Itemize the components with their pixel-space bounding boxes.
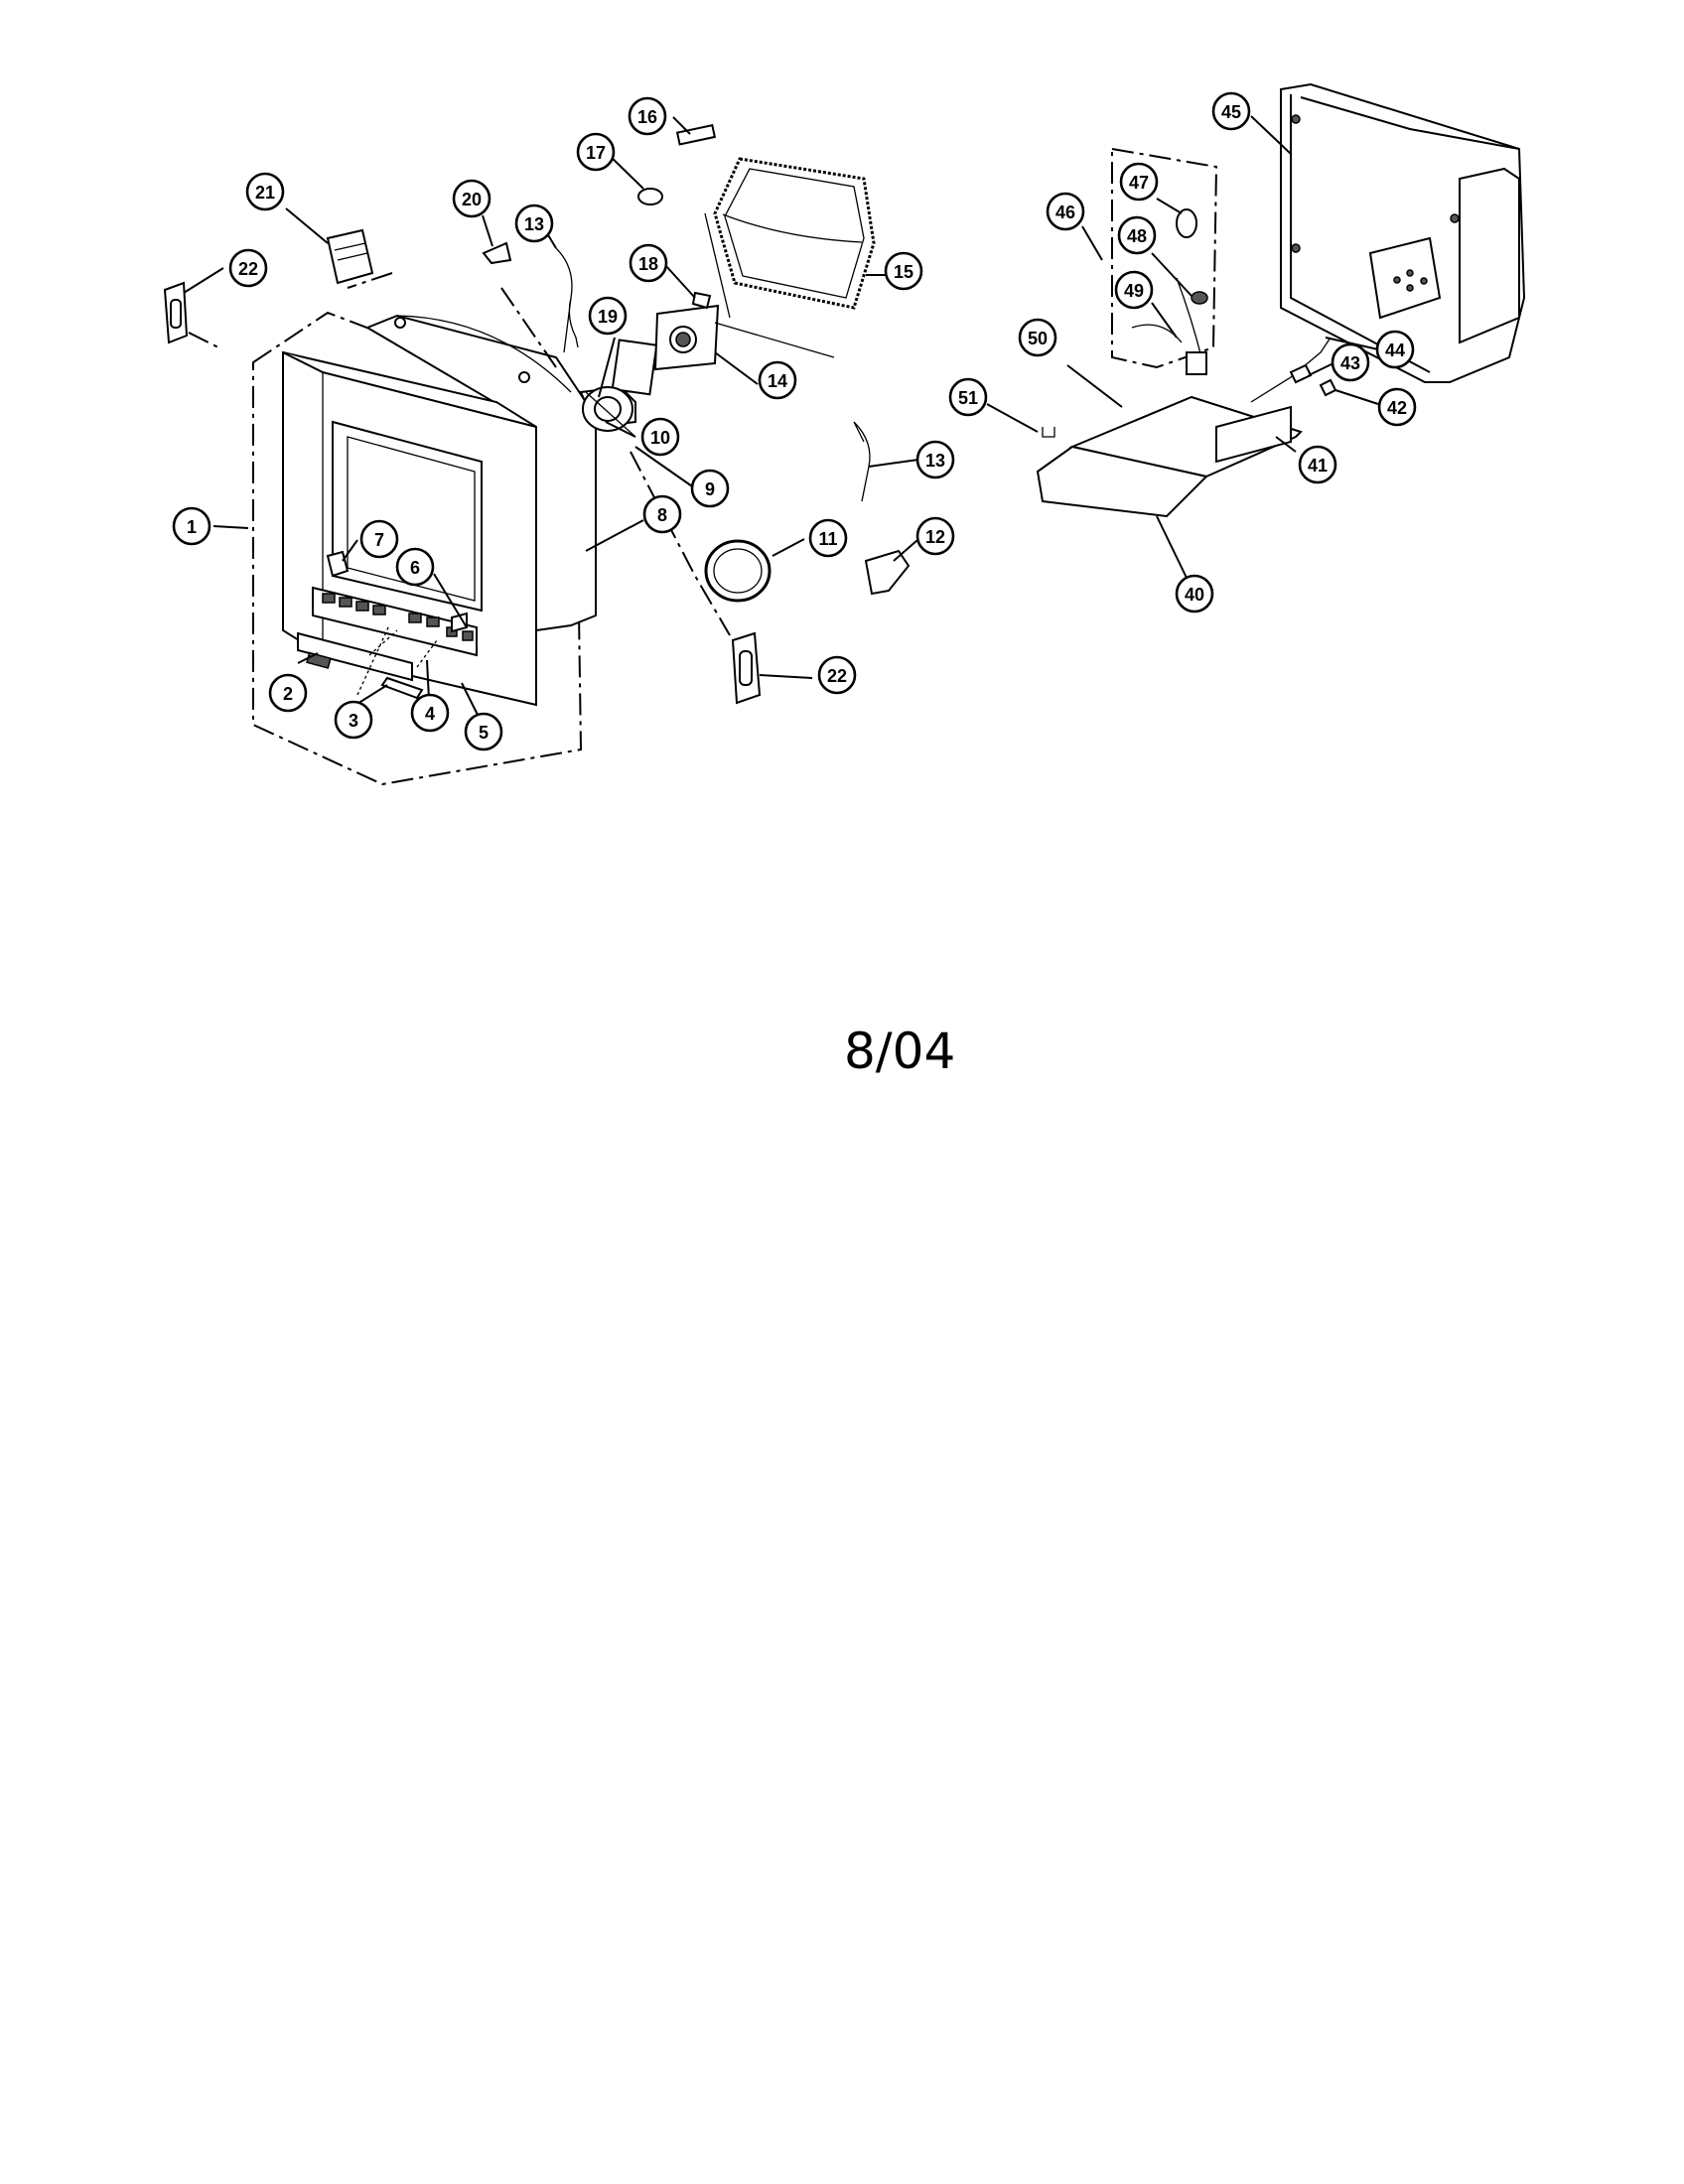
callout-15: 15: [884, 251, 923, 291]
svg-text:1: 1: [187, 517, 197, 537]
callout-13b: 13: [915, 440, 955, 479]
part-47: [1176, 208, 1197, 238]
callout-10: 10: [640, 417, 680, 457]
callout-43: 43: [1331, 342, 1370, 382]
callout-4: 4: [410, 693, 450, 733]
wire-13b: [853, 421, 871, 502]
bracket-20: [482, 241, 512, 265]
svg-text:12: 12: [925, 527, 945, 547]
part-51: [1042, 427, 1055, 438]
callout-12: 12: [915, 516, 955, 556]
svg-text:7: 7: [374, 530, 384, 550]
callout-3: 3: [334, 700, 373, 740]
svg-text:16: 16: [637, 107, 657, 127]
svg-text:42: 42: [1387, 398, 1407, 418]
svg-text:4: 4: [425, 704, 435, 724]
svg-text:5: 5: [479, 723, 489, 743]
callout-44: 44: [1375, 330, 1415, 369]
svg-text:47: 47: [1129, 173, 1149, 193]
callout-22b: 22: [817, 655, 857, 695]
svg-text:18: 18: [638, 254, 658, 274]
callout-11: 11: [808, 518, 848, 558]
callout-16: 16: [628, 96, 667, 136]
bracket-22b: [731, 631, 762, 705]
callout-8: 8: [642, 494, 682, 534]
callout-50: 50: [1018, 318, 1057, 357]
callout-9: 9: [690, 469, 730, 508]
callout-6: 6: [395, 547, 435, 587]
svg-text:49: 49: [1124, 281, 1144, 301]
callout-21: 21: [245, 172, 285, 211]
svg-text:15: 15: [894, 262, 913, 282]
wires-49: [1131, 277, 1202, 358]
svg-text:8: 8: [657, 505, 667, 525]
callout-18: 18: [629, 243, 668, 283]
svg-text:44: 44: [1385, 341, 1405, 360]
main-chassis-50: [1036, 395, 1303, 518]
callout-17: 17: [576, 132, 616, 172]
svg-text:10: 10: [650, 428, 670, 448]
svg-text:43: 43: [1340, 353, 1360, 373]
svg-text:20: 20: [462, 190, 482, 209]
callout-5: 5: [464, 712, 503, 751]
svg-text:13: 13: [925, 451, 945, 471]
svg-text:3: 3: [349, 711, 358, 731]
svg-text:14: 14: [768, 371, 787, 391]
callout-2: 2: [268, 673, 308, 713]
callouts: 1 2 3 4 5 6 7 8 9 10 11 12 13 13 14 15 1…: [172, 91, 1417, 751]
svg-text:22: 22: [238, 259, 258, 279]
callout-42: 42: [1377, 387, 1417, 427]
clip-16: [675, 123, 717, 146]
svg-text:11: 11: [818, 529, 837, 549]
callout-48: 48: [1117, 215, 1157, 255]
svg-text:51: 51: [958, 388, 978, 408]
callout-13a: 13: [514, 204, 554, 243]
bracket-22a: [163, 281, 189, 344]
part-48: [1191, 291, 1208, 305]
callout-20: 20: [452, 179, 491, 218]
callout-49: 49: [1114, 270, 1154, 310]
svg-text:46: 46: [1055, 203, 1075, 222]
cap-17: [637, 188, 663, 205]
deflection-yoke: [582, 386, 636, 438]
svg-text:13: 13: [524, 214, 544, 234]
degaussing-coil: [704, 157, 876, 358]
svg-text:41: 41: [1308, 456, 1328, 476]
svg-text:19: 19: [598, 307, 618, 327]
callout-45: 45: [1211, 91, 1251, 131]
front-cabinet-assembly: [252, 311, 658, 786]
callout-40: 40: [1175, 574, 1214, 614]
svg-text:21: 21: [255, 183, 275, 203]
connector: [1186, 351, 1207, 375]
callout-47: 47: [1119, 162, 1159, 202]
wire-13a: [555, 247, 579, 353]
svg-text:17: 17: [586, 143, 606, 163]
back-cabinet: [1280, 82, 1526, 383]
callout-41: 41: [1298, 445, 1337, 484]
svg-text:9: 9: [705, 479, 715, 499]
callout-1: 1: [172, 506, 211, 546]
callout-7: 7: [359, 519, 399, 559]
svg-text:2: 2: [283, 684, 293, 704]
svg-text:48: 48: [1127, 226, 1147, 246]
clip-18: [691, 291, 712, 310]
callout-51: 51: [948, 377, 988, 417]
callout-22a: 22: [228, 248, 268, 288]
date-code: 8/04: [844, 1023, 956, 1080]
svg-text:45: 45: [1221, 102, 1241, 122]
callout-19: 19: [588, 296, 628, 336]
ring-11: [704, 539, 772, 603]
neck-board: [653, 304, 720, 371]
svg-text:50: 50: [1028, 329, 1048, 348]
part-12: [864, 549, 911, 596]
callout-14: 14: [758, 360, 797, 400]
callout-46: 46: [1046, 192, 1085, 231]
svg-text:6: 6: [410, 558, 420, 578]
group-46-outline: [1111, 147, 1218, 369]
svg-text:40: 40: [1185, 585, 1204, 605]
svg-text:22: 22: [827, 666, 847, 686]
